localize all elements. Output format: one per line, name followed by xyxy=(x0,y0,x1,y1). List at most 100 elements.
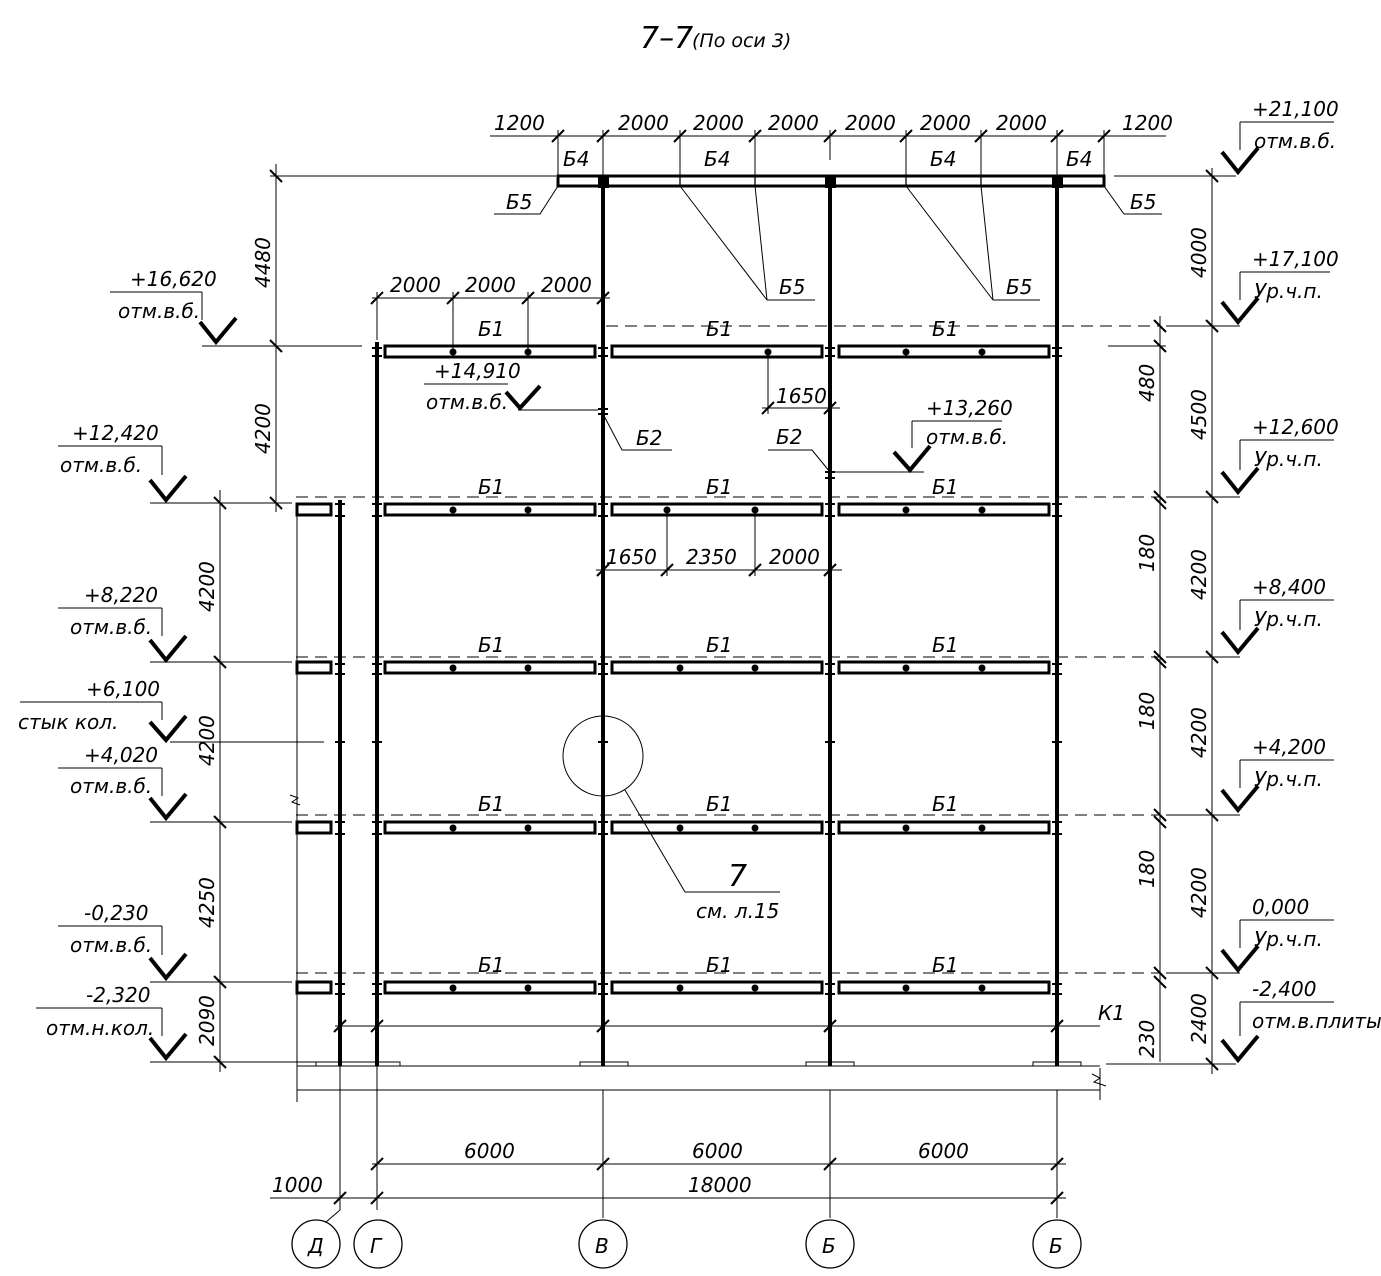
secondary-beam-marks xyxy=(449,348,986,992)
b1-labels: Б1 Б1 Б1 Б1 Б1 Б1 Б1 Б1 Б1 Б1 Б1 Б1 Б1 Б… xyxy=(478,317,958,977)
section-subtitle: (По оси 3) xyxy=(692,30,791,52)
dim-top-4: 2000 xyxy=(768,111,819,135)
level-14910-label: отм.в.б. xyxy=(426,390,508,414)
dim-top-7: 2000 xyxy=(996,111,1047,135)
inner-level-marks: +14,910 отм.в.б. +13,260 отм.в.б. xyxy=(424,359,1013,474)
dim-left-4250: 4250 xyxy=(195,877,219,928)
dim-left-4200c: 4200 xyxy=(195,715,219,766)
left-level-4-value: +6,100 xyxy=(86,677,160,701)
dim-right-230: 230 xyxy=(1135,1020,1159,1058)
dim-left-2090: 2090 xyxy=(195,995,219,1046)
label-b4-4: Б4 xyxy=(1066,147,1092,171)
label-b1: Б1 xyxy=(932,792,958,816)
label-k1: К1 xyxy=(1098,1001,1125,1025)
dim-right-4000: 4000 xyxy=(1187,227,1211,278)
dim-right-2400: 2400 xyxy=(1187,993,1211,1044)
dim-bottom-2: 6000 xyxy=(692,1139,743,1163)
dim-right-480: 480 xyxy=(1135,364,1159,402)
column-joints xyxy=(335,347,1062,995)
right-level-7-value: -2,400 xyxy=(1252,977,1316,1001)
label-b5-left: Б5 xyxy=(506,190,532,214)
left-level-1-label: отм.в.б. xyxy=(118,299,200,323)
left-level-6-label: отм.в.б. xyxy=(70,933,152,957)
left-level-7-label: отм.н.кол. xyxy=(46,1016,154,1040)
axis-d: Д xyxy=(307,1234,324,1258)
dim-top-1: 1200 xyxy=(494,111,545,135)
left-level-2-value: +12,420 xyxy=(72,421,159,445)
section-title: 7–7 xyxy=(640,21,693,56)
left-vertical-dims: 4480 4200 4200 4200 4250 2090 xyxy=(195,164,556,1072)
dim-mid-2: 2350 xyxy=(686,545,737,569)
label-b1: Б1 xyxy=(478,475,504,499)
b2-dimension: 1650 xyxy=(761,357,840,415)
top-dimension-chain: 1200 2000 2000 2000 2000 2000 2000 1200 … xyxy=(490,111,1173,176)
label-b5-mid2: Б5 xyxy=(1006,275,1032,299)
right-level-1-value: +21,100 xyxy=(1252,97,1339,121)
label-b1: Б1 xyxy=(478,633,504,657)
label-b4-2: Б4 xyxy=(704,147,730,171)
dim-upper-3: 2000 xyxy=(541,273,592,297)
label-b2-left: Б2 xyxy=(636,426,662,450)
label-b1: Б1 xyxy=(932,633,958,657)
axis-markers: Д Г В Б Б xyxy=(291,1209,1082,1269)
b5-leaders: Б5 Б5 Б5 Б5 xyxy=(494,185,1162,301)
right-level-marks: +21,100 отм.в.б. +17,100 Ур.ч.п. +12,600… xyxy=(1166,97,1381,1064)
left-level-1-value: +16,620 xyxy=(130,267,217,291)
dim-upper-1: 2000 xyxy=(390,273,441,297)
level-13260-value: +13,260 xyxy=(926,396,1013,420)
dim-mid-1: 1650 xyxy=(606,545,657,569)
dim-right-4200a: 4200 xyxy=(1187,549,1211,600)
callout-number: 7 xyxy=(728,859,747,894)
label-b1: Б1 xyxy=(932,317,958,341)
dim-upper-2: 2000 xyxy=(465,273,516,297)
dim-left-4200a: 4200 xyxy=(251,403,275,454)
right-level-3-value: +12,600 xyxy=(1252,415,1339,439)
b2-beams: Б2 Б2 xyxy=(518,409,924,473)
level-13260-label: отм.в.б. xyxy=(926,425,1008,449)
roof-beam xyxy=(556,174,1106,188)
floor-level-lines xyxy=(296,325,1160,974)
right-level-2-label: Ур.ч.п. xyxy=(1254,279,1323,303)
dim-left-4480: 4480 xyxy=(251,237,275,288)
dim-bottom-3: 6000 xyxy=(918,1139,969,1163)
label-b1: Б1 xyxy=(706,792,732,816)
dim-bottom-1: 6000 xyxy=(464,1139,515,1163)
axis-b1: Б xyxy=(822,1234,836,1258)
left-level-6-value: -0,230 xyxy=(84,901,148,925)
left-level-marks: +16,620 отм.в.б. +12,420 отм.в.б. +8,220… xyxy=(18,267,362,1063)
bottom-dimensions: 6000 6000 6000 1000 18000 xyxy=(270,1066,1066,1218)
label-b1: Б1 xyxy=(478,792,504,816)
dim-1000: 1000 xyxy=(272,1173,323,1197)
dim-right-4500: 4500 xyxy=(1187,389,1211,440)
columns xyxy=(338,180,1059,1066)
dim-right-180b: 180 xyxy=(1135,692,1159,730)
mid-dimension-chain: 1650 2350 2000 xyxy=(596,515,842,577)
left-level-3-value: +8,220 xyxy=(84,583,158,607)
right-outer-vertical-dims: 4000 4500 4200 4200 4200 2400 xyxy=(1106,168,1236,1074)
detail-callout: 7 см. л.15 xyxy=(562,715,780,923)
left-level-5-label: отм.в.б. xyxy=(70,774,152,798)
left-level-2-label: отм.в.б. xyxy=(60,453,142,477)
dim-top-8: 1200 xyxy=(1122,111,1173,135)
label-b1: Б1 xyxy=(932,475,958,499)
right-level-2-value: +17,100 xyxy=(1252,247,1339,271)
dim-right-180c: 180 xyxy=(1135,850,1159,888)
dim-right-4200b: 4200 xyxy=(1187,707,1211,758)
k1-dimension: К1 xyxy=(333,1001,1125,1033)
left-level-7-value: -2,320 xyxy=(86,983,150,1007)
axis-b2: Б xyxy=(1049,1234,1063,1258)
dim-top-3: 2000 xyxy=(693,111,744,135)
axis-g: Г xyxy=(370,1234,383,1258)
axis-v: В xyxy=(595,1234,609,1258)
dim-1650: 1650 xyxy=(776,384,827,408)
dim-right-180a: 180 xyxy=(1135,534,1159,572)
label-b1: Б1 xyxy=(706,475,732,499)
right-level-5-value: +4,200 xyxy=(1252,735,1326,759)
label-b2-right: Б2 xyxy=(776,425,802,449)
right-level-6-value: 0,000 xyxy=(1252,895,1309,919)
right-level-1-label: отм.в.б. xyxy=(1254,129,1336,153)
right-level-4-label: Ур.ч.п. xyxy=(1254,607,1323,631)
upper-dimension-chain: 2000 2000 2000 xyxy=(370,273,610,350)
left-level-5-value: +4,020 xyxy=(84,743,158,767)
dim-top-6: 2000 xyxy=(920,111,971,135)
